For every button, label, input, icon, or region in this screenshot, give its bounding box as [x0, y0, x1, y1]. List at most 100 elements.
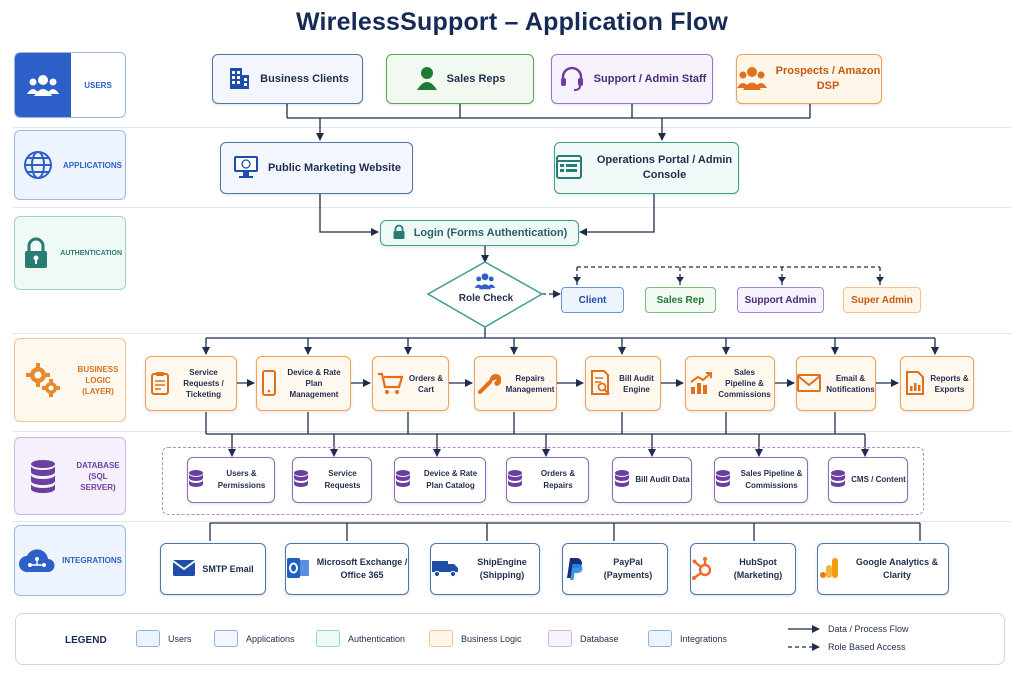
node-label: Prospects / Amazon DSP [775, 65, 881, 92]
node-label: Bill Audit Engine [619, 373, 654, 394]
legend-role-access: Role Based Access [788, 642, 906, 652]
role-super-admin[interactable]: Super Admin [843, 287, 921, 313]
gears-icon [15, 339, 71, 421]
biz-service-requests[interactable]: Service Requests / Ticketing [145, 356, 237, 411]
node-label: Email & Notifications [826, 373, 875, 394]
biz-sales-pipeline[interactable]: Sales Pipeline & Commissions [685, 356, 775, 411]
building-icon [226, 65, 252, 94]
lane-applications: APPLICATIONS [14, 130, 126, 200]
biz-orders-cart[interactable]: Orders & Cart [372, 356, 449, 411]
lane-divider [12, 431, 1012, 432]
database-group [162, 447, 924, 515]
globe-icon [15, 131, 60, 199]
node-label: ShipEngine (Shipping) [477, 557, 527, 580]
legend-database: Database [548, 630, 619, 647]
page-title: WirelessSupport – Application Flow [295, 8, 729, 36]
bill-search-icon [590, 369, 612, 398]
int-hubspot[interactable]: HubSpot (Marketing) [690, 543, 796, 595]
db-bill-audit[interactable]: Bill Audit Data [612, 457, 692, 503]
db-users-permissions[interactable]: Users & Permissions [187, 457, 275, 503]
legend-title: LEGEND [65, 635, 107, 646]
node-label: CMS / Content [851, 475, 906, 484]
analytics-icon [818, 556, 840, 582]
role-check-icon [474, 272, 496, 295]
console-icon [555, 154, 583, 183]
int-google-analytics[interactable]: Google Analytics & Clarity [817, 543, 949, 595]
envelope-icon [797, 373, 822, 395]
mail-icon [172, 559, 196, 579]
truck-icon [431, 558, 459, 580]
database-icon [293, 469, 309, 491]
lane-label: USERS [84, 80, 112, 90]
node-label: Sales Pipeline & Commissions [740, 469, 803, 490]
user-prospects[interactable]: Prospects / Amazon DSP [736, 54, 882, 104]
node-label: HubSpot (Marketing) [733, 557, 783, 580]
node-label: Users & Permissions [217, 469, 266, 490]
db-device-catalog[interactable]: Device & Rate Plan Catalog [394, 457, 486, 503]
node-label: Bill Audit Data [635, 475, 690, 484]
database-icon [614, 469, 630, 491]
lane-label: APPLICATIONS [63, 160, 122, 170]
role-sales-rep[interactable]: Sales Rep [645, 287, 716, 313]
db-cms-content[interactable]: CMS / Content [828, 457, 908, 503]
lane-label: BUSINESS LOGIC (LAYER) [77, 364, 119, 396]
role-client[interactable]: Client [561, 287, 624, 313]
phone-icon [261, 369, 277, 398]
node-label: Orders & Cart [408, 373, 444, 394]
lane-divider [12, 333, 1012, 334]
biz-email-notifications[interactable]: Email & Notifications [796, 356, 876, 411]
role-support-admin[interactable]: Support Admin [737, 287, 824, 313]
node-label: SMTP Email [202, 563, 254, 574]
int-microsoft-exchange[interactable]: Microsoft Exchange / Office 365 [285, 543, 409, 595]
database-icon [395, 469, 411, 491]
user-support-admin[interactable]: Support / Admin Staff [551, 54, 713, 104]
database-icon [188, 469, 204, 491]
legend: LEGEND Users Applications Authentication… [15, 613, 1005, 665]
int-shipengine[interactable]: ShipEngine (Shipping) [430, 543, 540, 595]
biz-repairs[interactable]: Repairs Management [474, 356, 557, 411]
db-sales-pipeline[interactable]: Sales Pipeline & Commissions [714, 457, 808, 503]
app-operations-portal[interactable]: Operations Portal / Admin Console [554, 142, 739, 194]
node-label: Business Clients [260, 72, 349, 85]
login-forms-auth[interactable]: Login (Forms Authentication) [380, 220, 579, 246]
node-label: Microsoft Exchange / Office 365 [316, 557, 408, 580]
biz-bill-audit[interactable]: Bill Audit Engine [585, 356, 661, 411]
node-label: Sales Reps [446, 72, 506, 85]
node-label: Repairs Management [505, 373, 555, 394]
role-check-label: Role Check [458, 293, 514, 304]
node-label: Google Analytics & Clarity [855, 557, 939, 580]
cloud-network-icon [15, 526, 59, 595]
user-sales-reps[interactable]: Sales Reps [386, 54, 534, 104]
node-label: Orders & Repairs [540, 469, 576, 490]
node-label: Device & Rate Plan Management [287, 368, 341, 399]
db-service-requests[interactable]: Service Requests [292, 457, 372, 503]
legend-integrations: Integrations [648, 630, 727, 647]
node-label: Operations Portal / Admin Console [596, 154, 733, 181]
lane-label: DATABASE (SQL SERVER) [76, 460, 120, 492]
person-icon [415, 65, 439, 94]
database-icon [715, 469, 731, 491]
lane-label: INTEGRATIONS [62, 556, 122, 565]
db-orders-repairs[interactable]: Orders & Repairs [506, 457, 589, 503]
lane-label: AUTHENTICATION [60, 249, 122, 257]
group-icon [737, 65, 767, 94]
app-public-website[interactable]: Public Marketing Website [220, 142, 413, 194]
legend-data-flow: Data / Process Flow [788, 624, 909, 634]
node-label: Support / Admin Staff [593, 72, 707, 85]
lane-database: DATABASE (SQL SERVER) [14, 437, 126, 515]
lane-divider [12, 207, 1012, 208]
legend-business-logic: Business Logic [429, 630, 522, 647]
biz-reports-exports[interactable]: Reports & Exports [900, 356, 974, 411]
node-label: Sales Pipeline & Commissions [718, 368, 771, 399]
headset-icon [558, 64, 586, 95]
node-label: Public Marketing Website [267, 161, 402, 174]
lane-users: USERS [14, 52, 126, 118]
node-label: PayPal (Payments) [603, 557, 653, 580]
int-smtp-email[interactable]: SMTP Email [160, 543, 266, 595]
int-paypal[interactable]: PayPal (Payments) [562, 543, 668, 595]
biz-device-rate-plan[interactable]: Device & Rate Plan Management [256, 356, 351, 411]
users-group-icon [15, 53, 71, 117]
user-business-clients[interactable]: Business Clients [212, 54, 363, 104]
lane-business-logic: BUSINESS LOGIC (LAYER) [14, 338, 126, 422]
